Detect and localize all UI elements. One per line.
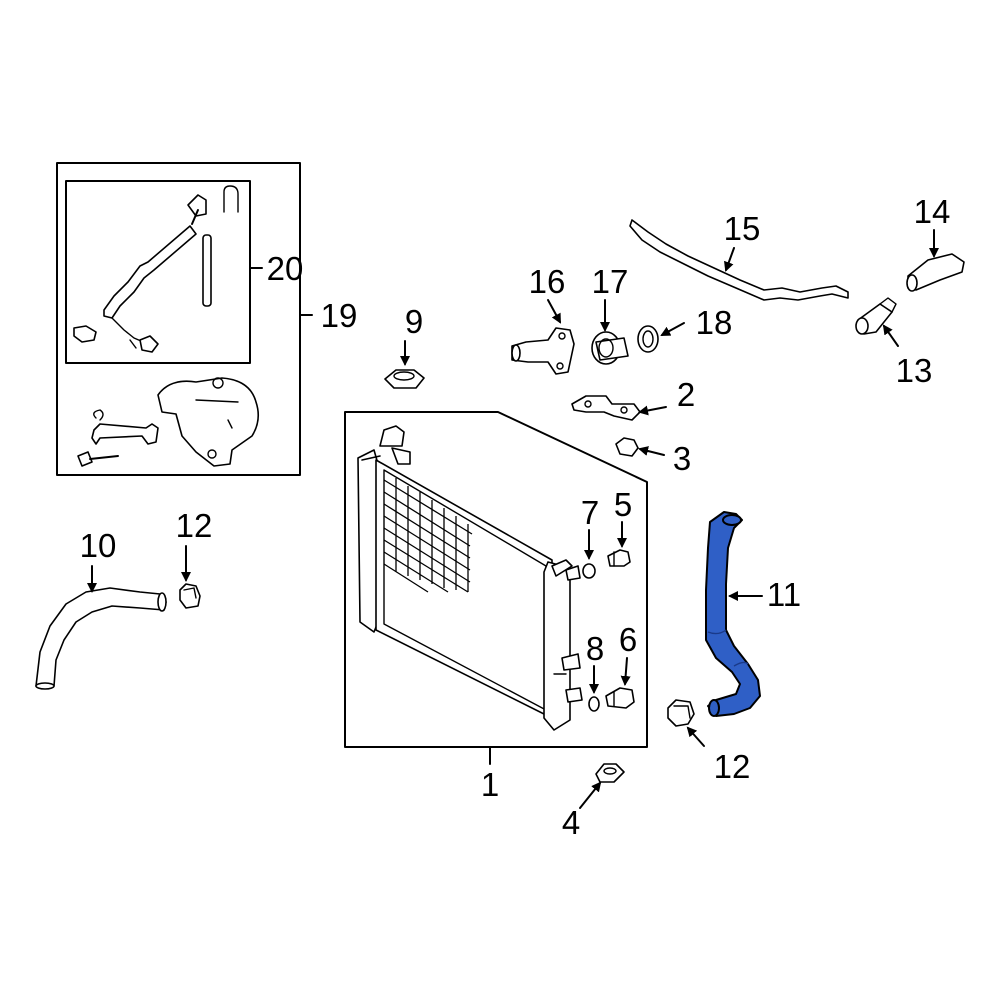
reservoir-assembly-group [56,162,313,476]
callout-17: 17 [592,263,629,300]
upper-radiator-hose [35,587,167,690]
callout-14: 14 [914,193,951,230]
callout-7: 7 [581,494,599,531]
reservoir-hose-subbox [65,180,251,364]
radiator [357,425,583,731]
callout-6: 6 [619,621,637,658]
radiator-assembly-group [344,411,648,765]
radiator-support-cushion [615,437,639,457]
radiator-assembly-box [344,411,648,748]
drain-plug [607,549,631,567]
hose-joint [855,297,897,335]
water-outlet [511,327,575,375]
callout-5: 5 [614,486,632,523]
callout-16: 16 [529,263,566,300]
radiator-bracket [571,395,641,421]
callout-8: 8 [586,630,604,667]
reservoir-bracket [77,409,159,467]
lower-support-cushion [595,763,625,783]
callout-19: 19 [321,297,358,334]
callout-2: 2 [677,376,695,413]
hose-clamp-left [179,583,201,609]
callout-12-right: 12 [714,748,751,785]
radiator-cap [384,369,425,389]
lower-radiator-hose [705,511,761,717]
bypass-hose [906,253,965,292]
callout-labels: 1 2 3 4 5 6 7 8 9 10 11 12 12 13 14 15 1… [80,193,951,841]
callout-13: 13 [896,352,933,389]
callout-18: 18 [696,304,733,341]
leader-lines [87,229,939,809]
cock-oring [588,696,600,712]
callout-12-left: 12 [176,507,213,544]
hose-clamp-right [667,699,695,727]
reservoir-assembly-box [56,162,301,476]
bypass-pipe [629,219,849,301]
thermostat [591,331,629,365]
callout-10: 10 [80,527,117,564]
callout-9: 9 [405,303,423,340]
reservoir-tank [157,377,260,467]
callout-1: 1 [481,766,499,803]
callout-20: 20 [267,250,304,287]
reservoir-hose-kit [73,185,239,353]
thermostat-gasket [637,325,659,353]
callout-3: 3 [673,440,691,477]
callout-15: 15 [724,210,761,247]
callout-11: 11 [767,576,801,613]
callout-4: 4 [562,804,580,841]
drain-cock [605,687,635,709]
drain-oring [582,563,596,579]
